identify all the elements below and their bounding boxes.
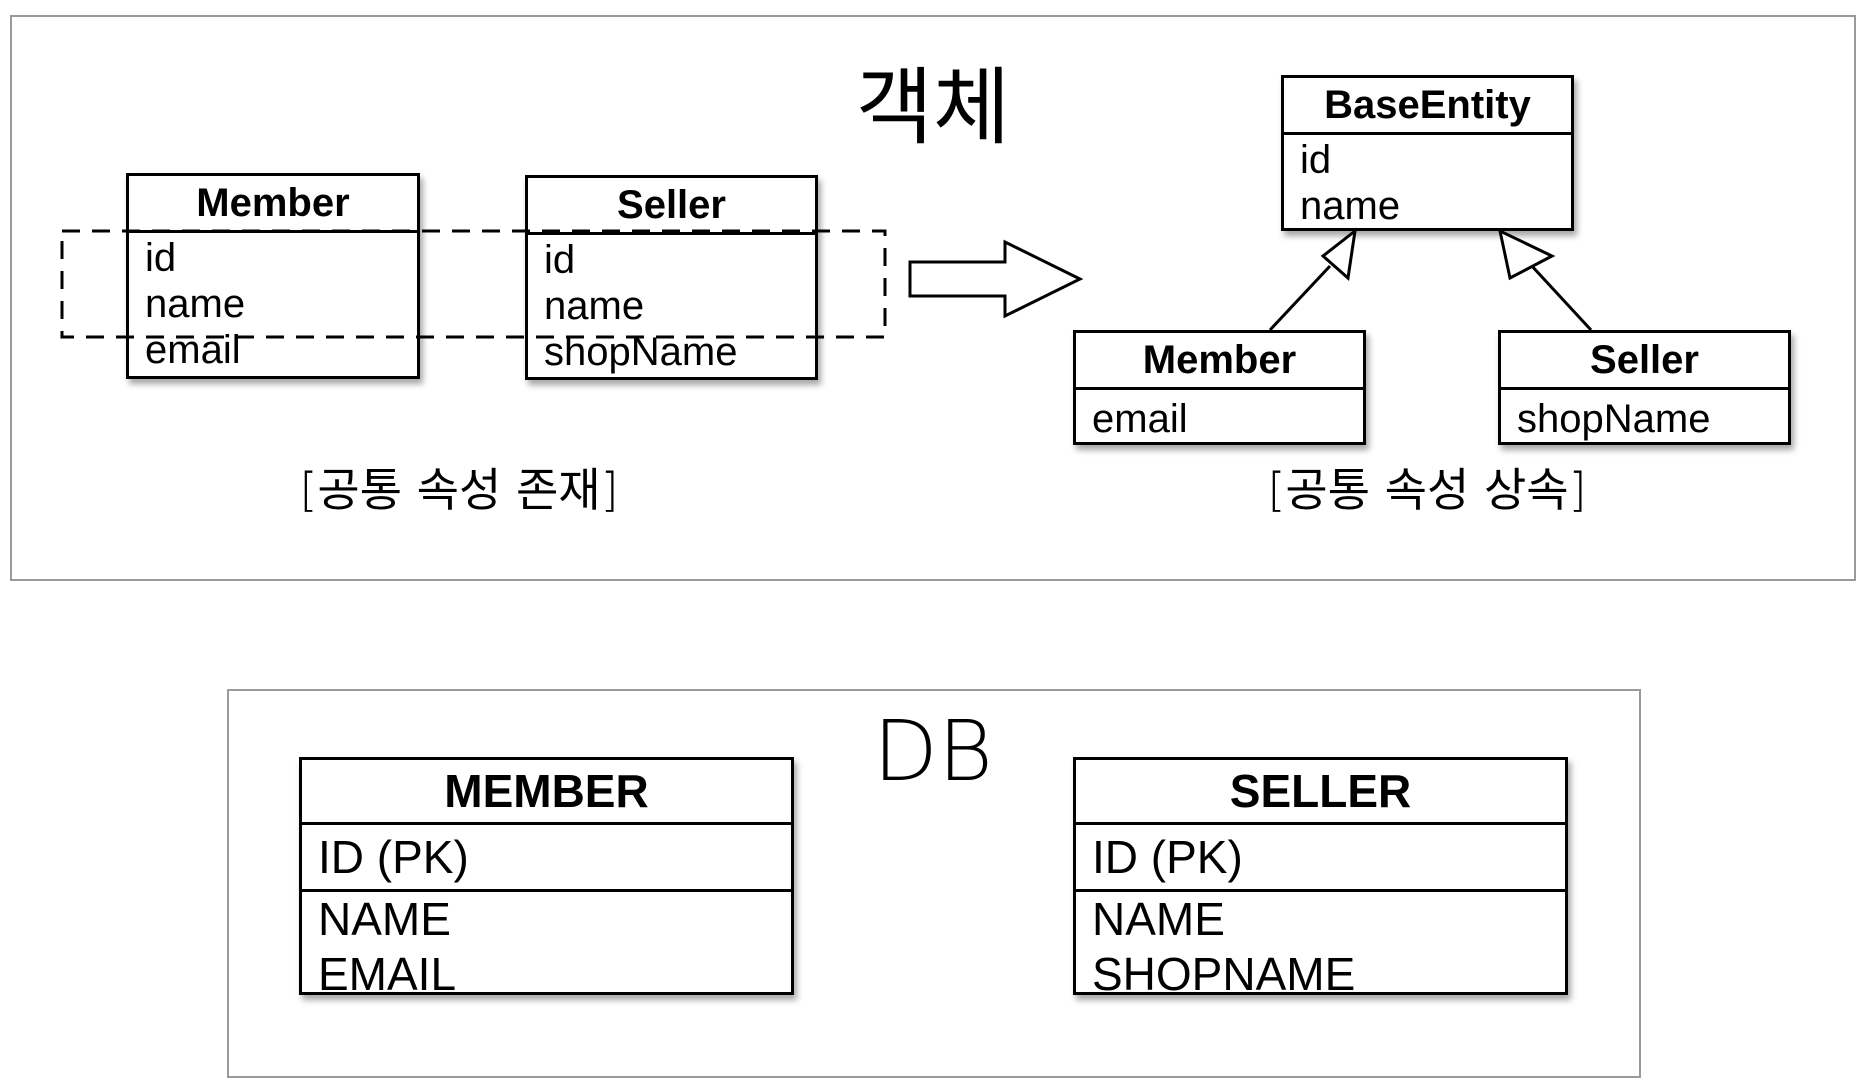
table-name: MEMBER bbox=[302, 760, 791, 825]
column: SHOPNAME bbox=[1092, 948, 1356, 1001]
attribute: id bbox=[1300, 138, 1332, 182]
attribute: name bbox=[544, 284, 645, 328]
inheritance-arrow-seller bbox=[1497, 228, 1593, 332]
attribute: shopName bbox=[1517, 397, 1711, 441]
attribute: name bbox=[145, 282, 246, 326]
attribute: id bbox=[145, 236, 177, 280]
table-seller: SELLER ID (PK) NAME SHOPNAME bbox=[1073, 757, 1568, 1000]
attribute: email bbox=[145, 328, 241, 372]
column: NAME bbox=[318, 893, 451, 945]
caption-common-attributes-exist: [공통 속성 존재] bbox=[299, 463, 619, 517]
attribute: name bbox=[1300, 184, 1401, 228]
inheritance-arrow-member bbox=[1268, 227, 1358, 332]
attribute: email bbox=[1092, 397, 1188, 441]
transform-arrow-icon bbox=[908, 239, 1084, 319]
class-name: Member bbox=[1076, 333, 1363, 390]
class-base-entity: BaseEntity id name bbox=[1281, 75, 1574, 231]
class-name: BaseEntity bbox=[1284, 78, 1571, 135]
attribute: id bbox=[544, 238, 576, 282]
caption-common-attributes-inherited: [공통 속성 상속] bbox=[1267, 463, 1587, 517]
class-name: Seller bbox=[528, 178, 815, 235]
table-name: SELLER bbox=[1076, 760, 1565, 825]
primary-key-column: ID (PK) bbox=[318, 830, 469, 883]
primary-key-column: ID (PK) bbox=[1092, 830, 1243, 883]
column: NAME bbox=[1092, 893, 1225, 945]
table-member: MEMBER ID (PK) NAME EMAIL bbox=[299, 757, 794, 1000]
class-name: Seller bbox=[1501, 333, 1788, 390]
class-member-after: Member email bbox=[1073, 330, 1366, 445]
class-seller-after: Seller shopName bbox=[1498, 330, 1791, 445]
class-seller-before: Seller id name shopName bbox=[525, 175, 818, 380]
column: EMAIL bbox=[318, 948, 457, 1001]
db-panel-title: DB bbox=[873, 702, 993, 800]
object-panel-title: 객체 bbox=[855, 58, 1011, 157]
